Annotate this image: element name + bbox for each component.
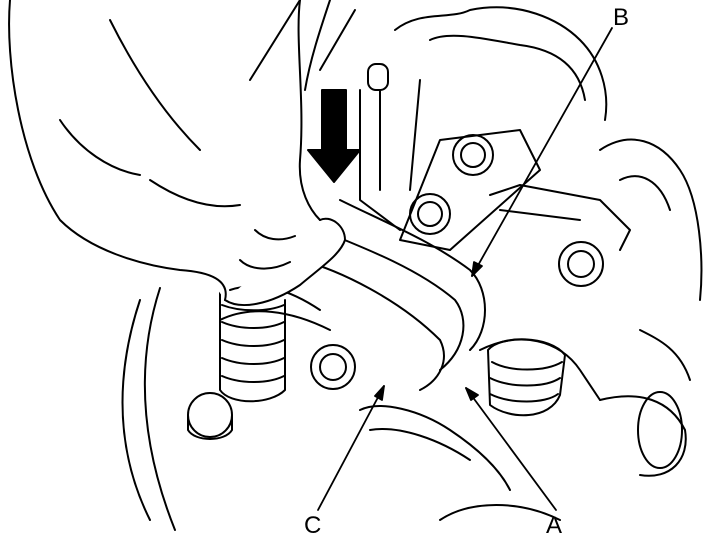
callout-label-a: A [546,512,563,539]
leader-b-arrowhead [471,261,483,277]
callout-label-b: B [613,4,630,31]
down-arrow-icon [307,89,361,183]
leader-a [465,387,557,511]
leader-b [471,27,613,277]
spring-left [219,289,286,403]
hand [8,0,346,306]
cylinder-head-outline [121,0,703,531]
bolt-small-top [367,63,389,91]
bolt-left [187,392,233,440]
rocker-assembly [219,79,687,491]
bolt-right [558,241,604,287]
leader-c-arrowhead [374,385,385,401]
valve-springs [219,289,566,417]
bolt-heads [187,63,604,440]
leader-c [317,385,385,511]
callout-label-c: C [304,512,322,539]
bolt-upper [452,134,494,176]
bolt-center [310,344,356,390]
spring-right [487,338,566,417]
leader-a-arrowhead [465,387,479,401]
callout-leaders [317,27,613,511]
